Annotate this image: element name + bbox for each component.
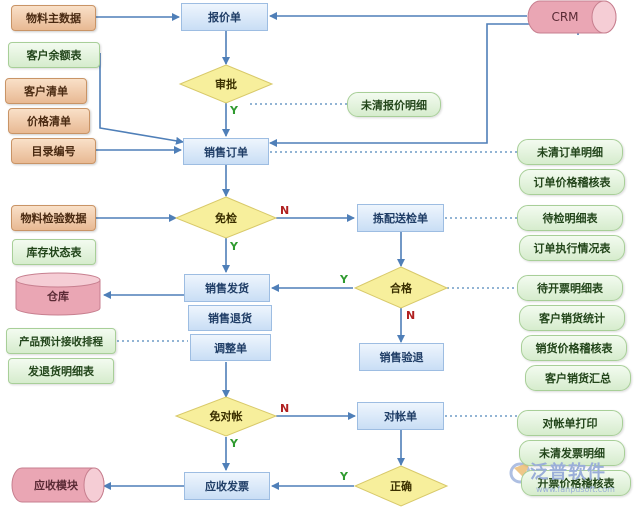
source-price-list: 价格清单 bbox=[8, 108, 90, 134]
decision-inspection-exempt-label: 免检 bbox=[215, 212, 237, 225]
process-reconciliation: 对帐单 bbox=[357, 402, 444, 430]
source-material-inspection: 物料检验数据 bbox=[11, 205, 96, 231]
edge-label-no: N bbox=[280, 402, 290, 415]
decision-inspection-exempt bbox=[174, 196, 278, 239]
source-inventory-status: 库存状态表 bbox=[12, 239, 96, 265]
process-allocation-inspection: 拣配送检单 bbox=[357, 204, 444, 232]
decision-qualified-label: 合格 bbox=[390, 282, 412, 295]
report-sales-price-audit: 销货价格稽核表 bbox=[521, 335, 627, 361]
edge-label-yes: Y bbox=[230, 240, 238, 253]
process-sales-order: 销售订单 bbox=[183, 138, 269, 165]
process-sales-inspection-return: 销售验退 bbox=[359, 343, 444, 371]
report-unclosed-invoice-detail: 未清发票明细 bbox=[519, 440, 625, 466]
process-receivable-invoice: 应收发票 bbox=[184, 472, 270, 500]
watermark-brand: 泛普软件 bbox=[530, 462, 606, 483]
report-customer-sales-stats: 客户销货统计 bbox=[519, 305, 625, 331]
decision-correct bbox=[353, 465, 449, 507]
decision-correct-label: 正确 bbox=[390, 480, 412, 493]
warehouse-cylinder bbox=[15, 272, 101, 316]
process-sales-return: 销售退货 bbox=[188, 305, 272, 331]
report-unclosed-order-detail: 未清订单明细 bbox=[517, 139, 623, 165]
edge-label-yes: Y bbox=[230, 437, 238, 450]
decision-reconciliation-exempt-label: 免对帐 bbox=[209, 410, 243, 423]
report-pending-invoice-detail: 待开票明细表 bbox=[517, 275, 623, 301]
edge-label-yes: Y bbox=[340, 470, 348, 483]
crm-label: CRM bbox=[551, 10, 579, 24]
report-unclosed-quote-detail: 未清报价明细 bbox=[347, 92, 441, 117]
decision-approval bbox=[178, 64, 274, 104]
process-sales-delivery: 销售发货 bbox=[184, 274, 270, 302]
source-customer-list: 客户清单 bbox=[5, 78, 87, 104]
process-adjustment: 调整单 bbox=[190, 334, 271, 361]
warehouse-label: 仓库 bbox=[47, 290, 69, 303]
report-customer-sales-summary: 客户销货汇总 bbox=[525, 365, 631, 391]
decision-qualified bbox=[353, 266, 449, 309]
decision-approval-label: 审批 bbox=[215, 78, 237, 91]
edge-label-no: N bbox=[280, 204, 290, 217]
source-delivery-return-detail: 发退货明细表 bbox=[8, 358, 114, 384]
report-order-price-audit: 订单价格稽核表 bbox=[519, 169, 625, 195]
arrow-crm-to-order bbox=[269, 23, 579, 147]
crm-cylinder bbox=[527, 0, 617, 34]
report-statement-print: 对帐单打印 bbox=[517, 410, 623, 436]
watermark: 泛普软件 www.fanpusoft.com bbox=[510, 458, 636, 504]
source-customer-balance: 客户余额表 bbox=[8, 42, 100, 68]
watermark-url: www.fanpusoft.com bbox=[536, 485, 615, 494]
edge-label-yes: Y bbox=[340, 273, 348, 286]
decision-reconciliation-exempt bbox=[174, 396, 278, 437]
source-material-master: 物料主数据 bbox=[11, 5, 96, 31]
edge-label-no: N bbox=[406, 309, 416, 322]
report-order-execution: 订单执行情况表 bbox=[519, 235, 625, 261]
report-invoice-price-audit: 开票价格稽核表 bbox=[521, 470, 631, 496]
source-product-forecast: 产品预计接收排程 bbox=[6, 328, 116, 354]
arrow-balance-to-order bbox=[99, 53, 184, 145]
source-catalog-code: 目录编号 bbox=[11, 138, 96, 164]
report-pending-inspection-detail: 待检明细表 bbox=[517, 205, 623, 231]
edge-label-yes: Y bbox=[230, 104, 238, 117]
process-quotation: 报价单 bbox=[181, 3, 268, 31]
ar-module-label: 应收模块 bbox=[34, 479, 78, 492]
ar-module-cylinder bbox=[11, 467, 105, 503]
